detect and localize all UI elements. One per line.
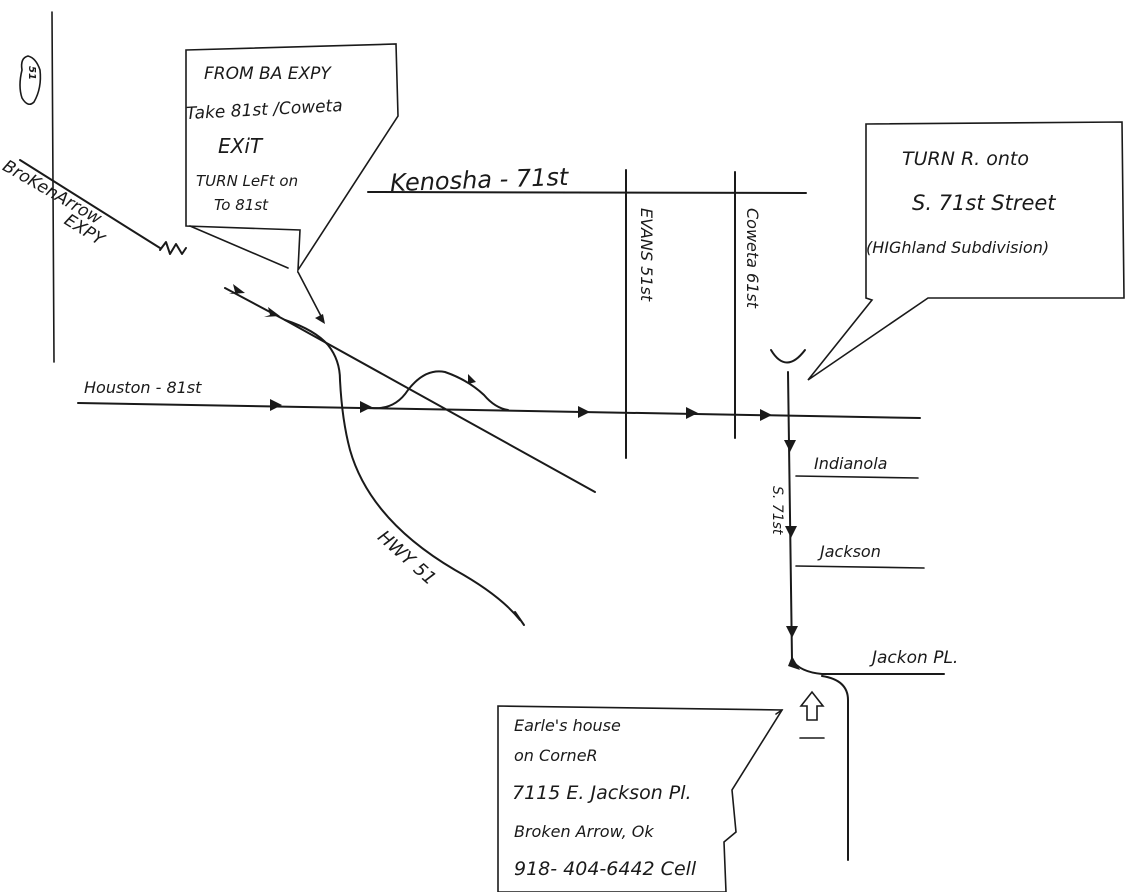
jackson-pl-road bbox=[791, 659, 945, 675]
house-note-line-3: 7115 E. Jackson Pl. bbox=[512, 782, 692, 804]
callout-pointer bbox=[189, 225, 289, 269]
houston-label: Houston - 81st bbox=[84, 378, 202, 397]
jackson-label: Jackson bbox=[820, 542, 881, 561]
arrow-icon bbox=[468, 374, 476, 384]
coweta-label: Coweta 61st bbox=[743, 208, 762, 309]
house-note-line-1: Earle's house bbox=[514, 716, 621, 735]
hwy-51-end bbox=[514, 611, 525, 626]
route-51-sign: 51 bbox=[25, 66, 37, 80]
houston-81st-road bbox=[77, 402, 921, 419]
from-note-line-3: EXiT bbox=[218, 134, 263, 158]
evans-label: EVANS 51st bbox=[637, 208, 656, 302]
route-51-shield-icon bbox=[19, 55, 42, 106]
expressway-break-icon bbox=[159, 241, 187, 255]
arrow-icon bbox=[786, 626, 798, 638]
house-callout-pointer bbox=[775, 709, 783, 715]
arrow-icon bbox=[315, 314, 325, 324]
jackson-pl-label: Jackon PL. bbox=[872, 648, 959, 668]
from-note-line-1: FROM BA EXPY bbox=[204, 64, 331, 84]
kenosha-71st-road bbox=[367, 191, 807, 194]
arrow-icon bbox=[229, 284, 245, 294]
house-callout-box bbox=[497, 705, 784, 892]
turn-callout-box bbox=[807, 121, 1125, 381]
turn-note-line-2: S. 71st Street bbox=[912, 191, 1056, 215]
turn-note-line-3: (HIGhland Subdivision) bbox=[866, 238, 1050, 257]
expressway-road-lower bbox=[224, 287, 596, 493]
from-note-line-5: To 81st bbox=[214, 196, 269, 214]
turn-marker bbox=[770, 349, 806, 364]
house-note-line-4: Broken Arrow, Ok bbox=[514, 822, 654, 841]
arrow-icon bbox=[270, 399, 282, 411]
arrow-icon bbox=[360, 401, 372, 413]
s-71st-road bbox=[787, 371, 793, 661]
arrow-icon bbox=[264, 307, 280, 317]
overpass-curve bbox=[371, 370, 509, 411]
indianola-road bbox=[795, 475, 919, 479]
hwy-51-road bbox=[284, 319, 521, 621]
turn-note-line-1: TURN R. onto bbox=[902, 148, 1029, 170]
house-note-line-5: 918- 404-6442 Cell bbox=[514, 858, 697, 880]
jackson-road bbox=[795, 565, 925, 569]
arrow-icon bbox=[785, 526, 797, 538]
callout-pointer-arrow bbox=[297, 271, 323, 319]
arrow-icon bbox=[686, 407, 698, 419]
s-71st-label: S. 71st bbox=[769, 486, 785, 535]
jackson-pl-curve bbox=[821, 675, 849, 861]
arrow-icon bbox=[784, 440, 796, 452]
from-callout-box bbox=[185, 43, 399, 273]
house-up-arrow-icon bbox=[799, 690, 825, 721]
arrow-icon bbox=[760, 409, 772, 421]
kenosha-label: Kenosha - 71st bbox=[389, 162, 569, 198]
indianola-label: Indianola bbox=[814, 454, 888, 473]
arrow-icon bbox=[578, 406, 590, 418]
house-note-line-2: on CorneR bbox=[514, 746, 598, 765]
expressway-road bbox=[19, 159, 161, 249]
left-border-line bbox=[51, 11, 55, 363]
from-note-line-4: TURN LeFt on bbox=[196, 172, 299, 190]
